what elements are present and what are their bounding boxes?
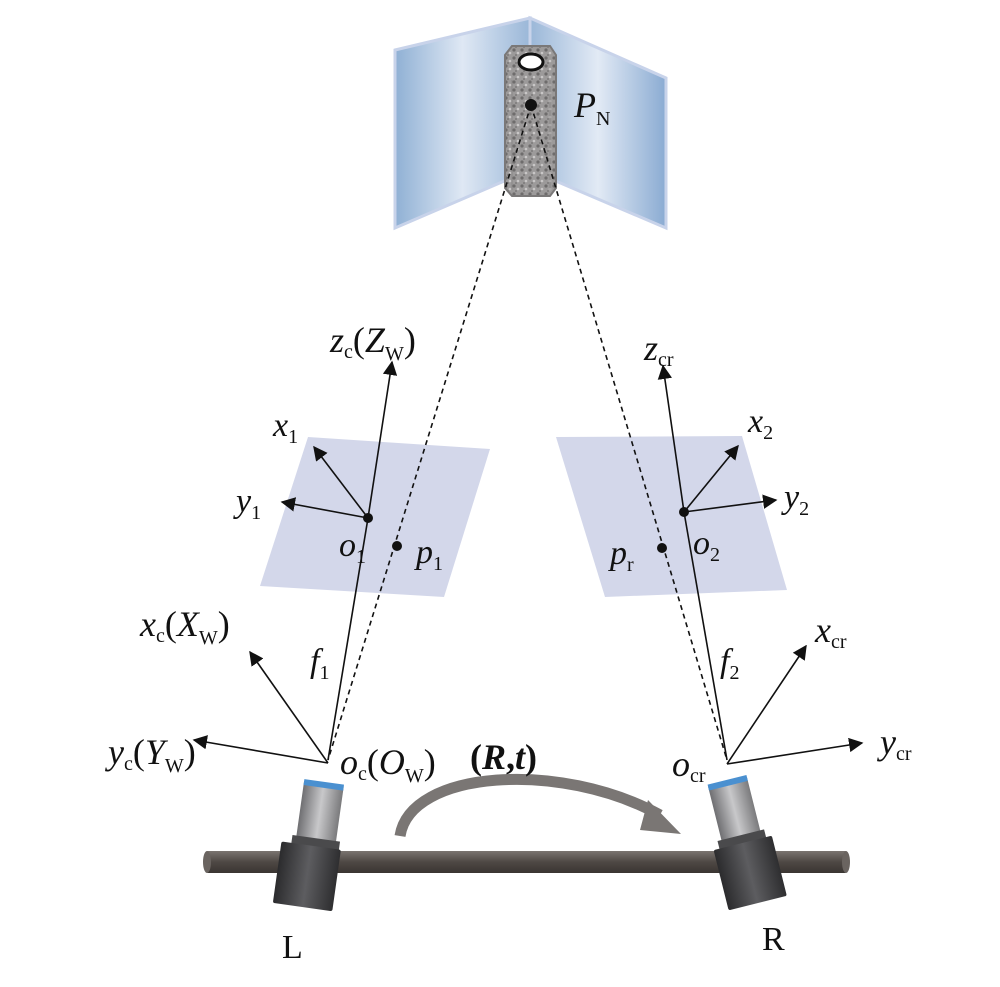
- left-yc-label: yc(YW): [105, 732, 196, 777]
- left-y1-label: y1: [233, 483, 261, 524]
- left-camera-axes: [192, 650, 329, 764]
- right-camera: [707, 775, 787, 910]
- right-principal-point: [679, 507, 689, 517]
- left-o1-label: o1: [339, 527, 366, 568]
- target-label: PN: [573, 85, 610, 130]
- left-projection-point: [392, 541, 402, 551]
- mounting-rod: [203, 851, 850, 873]
- right-focal-line: [683, 511, 728, 761]
- right-f2-label: f2: [720, 643, 739, 684]
- left-image-plane: [260, 437, 490, 597]
- left-image-axes: [280, 360, 398, 519]
- right-camera-axes: [726, 644, 864, 765]
- left-z-axis-label: zc(ZW): [329, 320, 416, 365]
- right-zcr-label: zcr: [643, 328, 674, 371]
- right-y2-label: y2: [781, 479, 809, 520]
- left-projection-ray: [327, 104, 532, 761]
- right-projection-point: [657, 543, 667, 553]
- left-x1-label: x1: [272, 407, 298, 448]
- right-projection-ray: [530, 104, 728, 761]
- right-camera-label: R: [762, 921, 785, 958]
- left-focal-line: [327, 517, 369, 761]
- transform-arrow: [394, 773, 681, 838]
- right-xcr-label: xcr: [814, 610, 847, 653]
- right-ocr-label: ocr: [672, 744, 706, 787]
- transform-label: (R,t): [470, 737, 537, 777]
- right-x2-label: x2: [747, 403, 773, 444]
- right-image-axes: [657, 364, 778, 513]
- right-pr-label: pr: [608, 535, 634, 576]
- right-image-plane: [556, 436, 787, 597]
- left-camera: [273, 779, 344, 911]
- left-principal-point: [363, 513, 373, 523]
- left-f1-label: f1: [310, 643, 329, 684]
- left-camera-label: L: [282, 929, 303, 966]
- right-o2-label: o2: [693, 525, 720, 566]
- left-xc-label: xc(XW): [139, 604, 230, 649]
- left-p1-label: p1: [414, 534, 443, 575]
- target-column: [504, 45, 557, 197]
- right-ycr-label: ycr: [877, 722, 912, 765]
- left-oc-label: oc(OW): [340, 742, 436, 787]
